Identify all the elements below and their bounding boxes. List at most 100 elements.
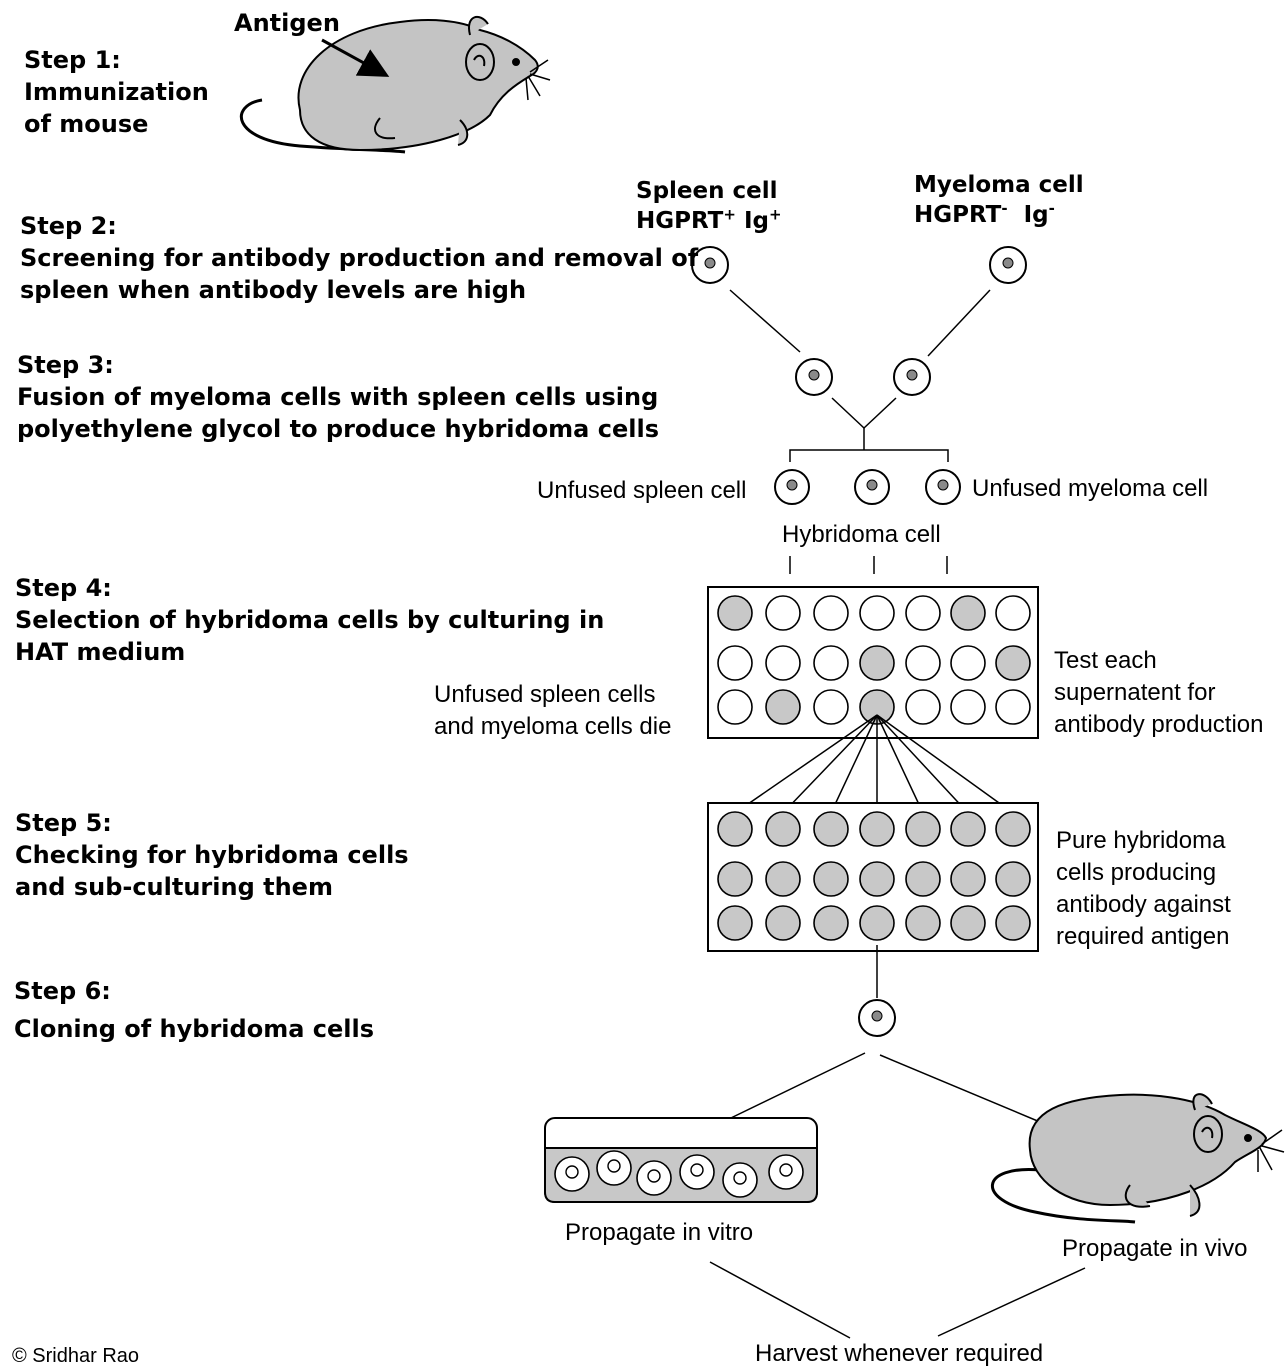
culture-flask-icon <box>544 1117 818 1203</box>
fusing-myeloma-cell-icon <box>893 358 931 396</box>
step-text: and sub-culturing them <box>15 873 333 901</box>
step-title: Step 6: <box>14 977 111 1005</box>
marker-sup: - <box>1001 199 1008 218</box>
cloned-cell-icon <box>858 999 896 1037</box>
selection-line <box>876 714 924 814</box>
plate-well <box>950 905 986 941</box>
plate-well <box>950 861 986 897</box>
step-6: Step 6: Cloning of hybridoma cells <box>14 975 374 1045</box>
marker-code: HGPRT <box>636 208 724 234</box>
plate-well <box>995 595 1031 631</box>
selection-line <box>830 714 878 814</box>
plate-well <box>995 689 1031 725</box>
step-text: Immunization <box>24 78 209 106</box>
plate-well <box>813 595 849 631</box>
plate-well <box>859 861 895 897</box>
plate-well <box>950 645 986 681</box>
step-3: Step 3: Fusion of myeloma cells with spl… <box>17 349 659 445</box>
cell-nucleus <box>565 1165 579 1179</box>
plate-well <box>859 811 895 847</box>
label-line: Unfused spleen cells <box>434 681 656 708</box>
plate-well <box>813 905 849 941</box>
plate-well <box>765 689 801 725</box>
plate-well <box>717 861 753 897</box>
marker-sup: + <box>768 205 782 224</box>
plate-well <box>813 811 849 847</box>
plate-well <box>859 595 895 631</box>
plate-well <box>905 689 941 725</box>
marker-ig: Ig <box>1023 202 1049 228</box>
spleen-cell-label: Spleen cell HGPRT+ Ig+ <box>636 176 782 236</box>
step-title: Step 3: <box>17 351 114 379</box>
plate-well <box>995 645 1031 681</box>
cell-nucleus <box>733 1171 747 1185</box>
step-2: Step 2: Screening for antibody productio… <box>20 210 698 306</box>
plate-well <box>995 861 1031 897</box>
label-line: cells producing <box>1056 859 1217 886</box>
plate-well <box>765 861 801 897</box>
myeloma-cell-icon <box>989 246 1027 284</box>
marker-sup: - <box>1048 199 1055 218</box>
selection-line <box>734 714 878 814</box>
selection-lines <box>734 714 1014 814</box>
in-vivo-label: Propagate in vivo <box>1062 1235 1248 1262</box>
marker-ig: Ig <box>743 208 769 234</box>
marker-code: HGPRT <box>914 202 1002 228</box>
step-text: HAT medium <box>15 638 186 666</box>
in-vitro-label: Propagate in vitro <box>565 1219 754 1246</box>
cell-nucleus <box>647 1169 661 1183</box>
plate-well <box>995 905 1031 941</box>
cell-nucleus <box>607 1159 621 1173</box>
step-title: Step 1: <box>24 46 121 74</box>
cell-nucleus <box>690 1163 704 1177</box>
plate-well <box>813 861 849 897</box>
harvest-label: Harvest whenever required <box>755 1340 1044 1367</box>
cells-die-label: Unfused spleen cells and myeloma cells d… <box>434 679 671 743</box>
plate-well <box>905 905 941 941</box>
step-text: polyethylene glycol to produce hybridoma… <box>17 415 659 443</box>
step-text: Screening for antibody production and re… <box>20 244 699 272</box>
antigen-label: Antigen <box>234 9 340 37</box>
fusing-spleen-cell-icon <box>795 358 833 396</box>
selection-line <box>782 714 878 814</box>
step-text: Selection of hybridoma cells by culturin… <box>15 606 605 634</box>
selection-line <box>876 714 1014 814</box>
step-text: of mouse <box>24 110 149 138</box>
spleen-cell-name: Spleen cell <box>636 178 778 204</box>
copyright-label: © Sridhar Rao <box>12 1345 140 1367</box>
spleen-cell-markers: HGPRT+ Ig+ <box>636 206 782 236</box>
plate-well <box>950 811 986 847</box>
plate-well <box>859 905 895 941</box>
label-line: supernatent for <box>1054 679 1216 706</box>
plate-well <box>813 645 849 681</box>
step-text: spleen when antibody levels are high <box>20 276 527 304</box>
plate-well <box>765 645 801 681</box>
plate-well <box>765 595 801 631</box>
plate-well <box>717 905 753 941</box>
plate-well <box>765 905 801 941</box>
hybridoma-cell-label: Hybridoma cell <box>782 521 941 548</box>
unfused-spleen-label: Unfused spleen cell <box>537 477 747 504</box>
myeloma-cell-name: Myeloma cell <box>914 172 1084 198</box>
step-title: Step 5: <box>15 809 112 837</box>
plate-well <box>950 689 986 725</box>
label-line: antibody against <box>1056 891 1231 918</box>
plate-well <box>905 645 941 681</box>
plate1-wells <box>717 595 1031 725</box>
plate-well <box>995 811 1031 847</box>
label-line: required antigen <box>1056 923 1230 950</box>
pure-hybridoma-label: Pure hybridoma cells producing antibody … <box>1056 825 1231 953</box>
step-text: Cloning of hybridoma cells <box>14 1015 374 1043</box>
unfused-myeloma-cell-icon <box>925 469 961 505</box>
step-text: Checking for hybridoma cells <box>15 841 409 869</box>
unfused-spleen-cell-icon <box>774 469 810 505</box>
step-text: Fusion of myeloma cells with spleen cell… <box>17 383 659 411</box>
myeloma-cell-markers: HGPRT- Ig- <box>914 200 1084 230</box>
plate-well <box>950 595 986 631</box>
plate-well <box>717 689 753 725</box>
spleen-cell-icon <box>691 246 729 284</box>
selection-line <box>876 714 969 814</box>
label-line: antibody production <box>1054 711 1264 738</box>
step-title: Step 2: <box>20 212 117 240</box>
